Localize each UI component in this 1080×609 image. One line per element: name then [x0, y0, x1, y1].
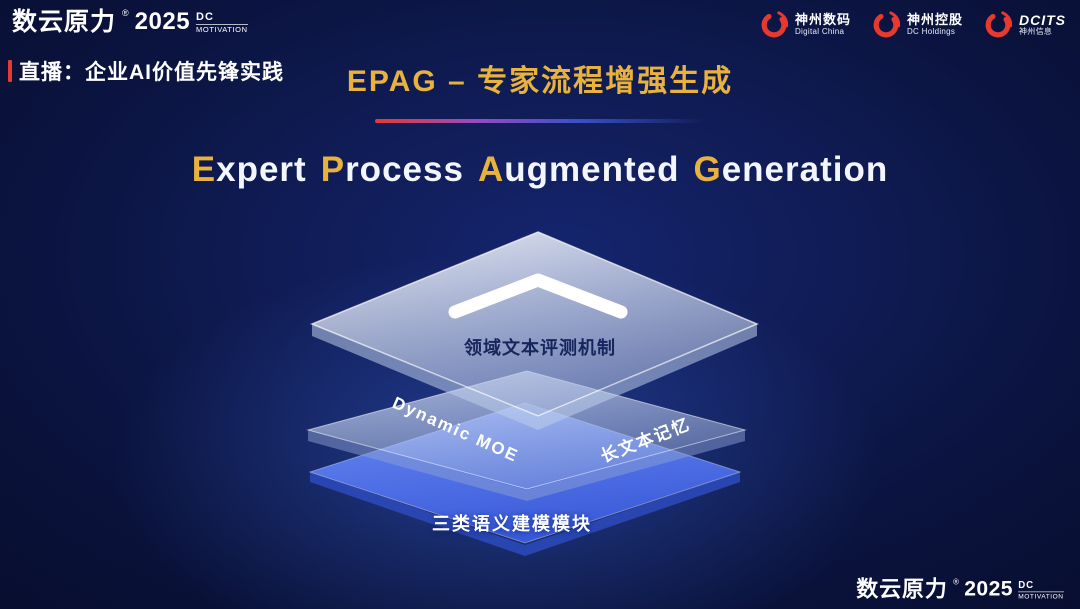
- partner-dc-holdings: 神州控股 DC Holdings: [871, 10, 963, 40]
- subtitle-initial: A: [477, 150, 505, 189]
- partner-texts: DCITS 神州信息: [1019, 11, 1066, 37]
- subtitle-rest: rocess: [345, 150, 464, 189]
- brand-registered-mark: ®: [122, 8, 129, 18]
- subtitle-word: Augmented: [478, 150, 680, 189]
- partner-name: DCITS: [1019, 11, 1066, 28]
- red-accent-bar: [8, 60, 12, 82]
- logo-swoosh-icon: [873, 11, 901, 38]
- partner-subname: 神州信息: [1019, 27, 1053, 37]
- brand-tagline-line1: DC: [196, 11, 214, 23]
- partner-name: 神州控股: [906, 12, 963, 28]
- brand-year: 2025: [134, 8, 191, 35]
- brand-tagline-line1: DC: [1018, 579, 1035, 591]
- partner-texts: 神州数码 Digital China: [795, 13, 851, 36]
- top-layer: [310, 231, 759, 430]
- subtitle-word: Process: [321, 150, 464, 189]
- brand-tagline-line2: MOTIVATION: [1018, 590, 1064, 600]
- partner-logos: 神州数码 Digital China 神州控股 DC Holdings: [759, 10, 1066, 40]
- gradient-divider: [375, 119, 705, 123]
- subtitle-word: Generation: [693, 150, 888, 189]
- brand-tagline: DC MOTIVATION: [196, 10, 248, 33]
- brand-name: 数云原力: [12, 8, 117, 36]
- brand-tagline-line2: MOTIVATION: [196, 23, 248, 34]
- bottom-layer-label: 三类语义建模模块: [432, 514, 592, 534]
- footer-brand-logo: 数云原力 ® 2025 DC MOTIVATION: [856, 577, 1064, 602]
- partner-dcits: DCITS 神州信息: [983, 10, 1066, 40]
- partner-subname: Digital China: [794, 26, 845, 36]
- subtitle-rest: ugmented: [504, 150, 680, 189]
- chevron-icon: [448, 273, 628, 319]
- subtitle-initial: E: [191, 150, 217, 189]
- brand-tagline: DC MOTIVATION: [1018, 579, 1064, 600]
- live-label-row: 直播：企业AI价值先锋实践: [8, 56, 284, 86]
- brand-logo: 数云原力 ® 2025 DC MOTIVATION: [12, 8, 248, 36]
- subtitle-rest: xpert: [216, 150, 307, 189]
- logo-swoosh-icon: [985, 11, 1013, 38]
- partner-digital-china: 神州数码 Digital China: [759, 10, 851, 40]
- partner-name: 神州数码: [794, 12, 851, 28]
- subtitle-initial: P: [320, 150, 346, 189]
- brand-year: 2025: [964, 577, 1014, 601]
- live-label: 直播：企业AI价值先锋实践: [19, 61, 284, 84]
- subtitle-initial: G: [693, 150, 722, 189]
- brand-name: 数云原力: [856, 577, 949, 602]
- subtitle-rest: eneration: [721, 150, 889, 189]
- middle-layer: [306, 370, 747, 501]
- subtitle: Expert Process Augmented Generation: [0, 150, 1080, 190]
- subtitle-word: Expert: [192, 150, 307, 189]
- logo-swoosh-icon: [761, 11, 789, 38]
- brand-registered-mark: ®: [953, 577, 960, 587]
- partner-subname: DC Holdings: [906, 26, 956, 36]
- top-layer-label: 领域文本评测机制: [464, 338, 616, 358]
- partner-texts: 神州控股 DC Holdings: [907, 13, 963, 36]
